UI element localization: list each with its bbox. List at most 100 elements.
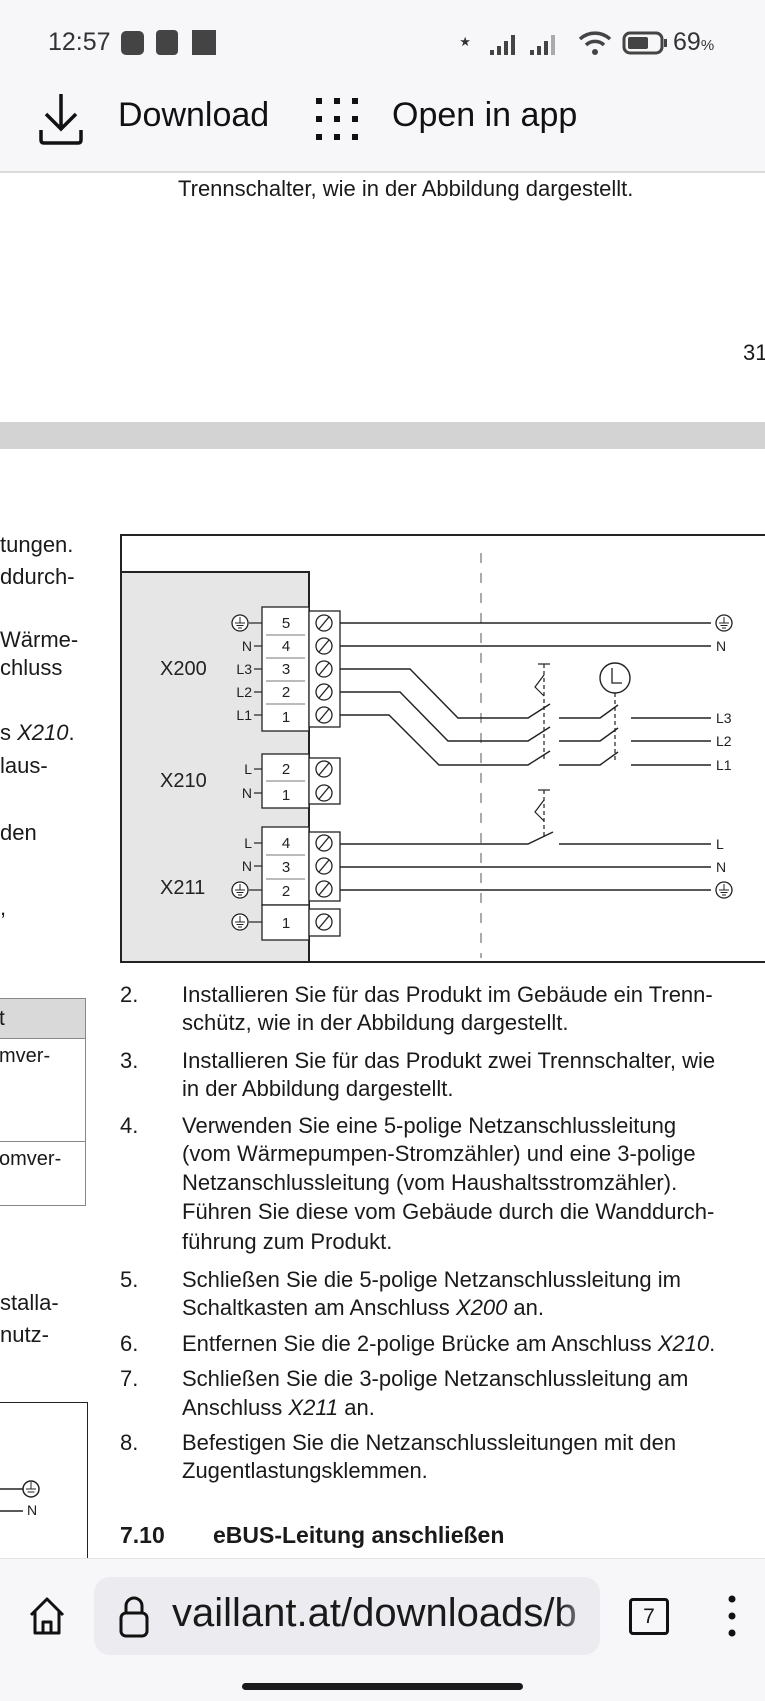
open-in-app-label: Open in app: [392, 96, 578, 134]
step-number: 3.: [120, 1048, 139, 1073]
pin: 4: [282, 638, 290, 655]
text-italic: X200: [455, 1295, 508, 1320]
pin: 1: [282, 709, 290, 726]
url-fade: [560, 1577, 600, 1655]
app-icon: [192, 30, 216, 55]
pin-label: N: [242, 858, 252, 874]
pin-label: N: [242, 638, 252, 654]
step-text: (vom Wärmepumpen-Stromzähler) und eine 3…: [182, 1141, 696, 1166]
text: .: [68, 720, 75, 745]
pin-label: L1: [236, 707, 252, 723]
step-number: 6.: [120, 1331, 139, 1356]
download-label: Download: [118, 96, 270, 134]
step-text: Installieren Sie für das Produkt im Gebä…: [182, 982, 713, 1007]
wiring-diagram: 5 4 3 2 1 N L3 L2 L1 X200 2 1 L N X210 4: [120, 534, 765, 963]
pin: 3: [282, 661, 290, 678]
address-bar[interactable]: vaillant.at/downloads/b: [94, 1577, 600, 1655]
step-text: Entfernen Sie die 2-polige Brücke am Ans…: [182, 1331, 715, 1357]
step-text: Schließen Sie die 3-polige Netzanschluss…: [182, 1366, 689, 1391]
battery-unit: %: [700, 37, 715, 54]
pin: 2: [282, 883, 290, 900]
step-text: Führen Sie diese vom Gebäude durch die W…: [182, 1199, 715, 1224]
left-fragment: den: [0, 820, 37, 845]
ground-icon: [231, 614, 249, 632]
pin-label: L3: [236, 661, 252, 677]
notification-icon: [121, 31, 144, 55]
lock-icon[interactable]: [118, 1595, 150, 1639]
step-text: Netzanschlussleitung (vom Haushaltsstrom…: [182, 1170, 678, 1195]
pin: 1: [282, 787, 290, 804]
terminal-x211: [261, 826, 341, 941]
wire-label: L1: [716, 757, 732, 773]
left-diagram-n: N: [27, 1502, 38, 1518]
step-text: Schaltkasten am Anschluss X200 an.: [182, 1295, 544, 1321]
page-separator: [0, 422, 765, 449]
status-time: 12:57: [48, 28, 111, 56]
left-fragment: s X210.: [0, 720, 75, 746]
step-text: schütz, wie in der Abbildung dargestellt…: [182, 1010, 569, 1035]
battery-level: 69%: [673, 28, 714, 57]
pin: 1: [282, 915, 290, 932]
text: .: [709, 1331, 716, 1356]
page-number: 31: [743, 340, 765, 365]
gesture-bar[interactable]: [242, 1683, 523, 1690]
pin: 4: [282, 835, 290, 852]
pin: 2: [282, 761, 290, 778]
tab-switcher-button[interactable]: 7: [629, 1598, 669, 1635]
section-number: 7.10: [120, 1522, 165, 1548]
pin-label: N: [242, 785, 252, 801]
left-fragment: Wärme-: [0, 627, 79, 652]
wire-label: L2: [716, 733, 732, 749]
pin: 3: [282, 859, 290, 876]
step-number: 4.: [120, 1113, 139, 1138]
text: Entfernen Sie die 2-polige Brücke am Ans…: [182, 1331, 658, 1356]
apps-grid-icon: [316, 98, 358, 140]
step-number: 8.: [120, 1430, 139, 1455]
terminal-x200: [261, 606, 341, 732]
step-text: Zugentlastungsklemmen.: [182, 1458, 428, 1483]
ground-icon: [231, 913, 249, 931]
ground-icon: [0, 1480, 40, 1512]
url-text[interactable]: vaillant.at/downloads/b: [172, 1591, 577, 1635]
wire-label: N: [716, 859, 726, 875]
home-icon[interactable]: [28, 1595, 66, 1637]
download-button[interactable]: Download: [36, 88, 286, 148]
disconnect-switch-handles: [534, 663, 616, 836]
step-text: führung zum Produkt.: [182, 1229, 393, 1254]
cut-top-line: Trennschalter, wie in der Abbildung darg…: [178, 176, 634, 201]
step-text: in der Abbildung dargestellt.: [182, 1076, 454, 1101]
section-title: eBUS-Leitung anschließen: [213, 1522, 505, 1548]
browser-bottom-bar: vaillant.at/downloads/b 7: [0, 1558, 765, 1701]
step-text: Verwenden Sie eine 5-polige Netzanschlus…: [182, 1113, 677, 1138]
x211-label: X211: [160, 877, 205, 899]
text: s: [0, 720, 18, 745]
left-fragment: stalla-: [0, 1290, 59, 1315]
pin-label: L: [244, 835, 252, 851]
step-text: Installieren Sie für das Produkt zwei Tr…: [182, 1048, 716, 1073]
open-in-app-button[interactable]: Open in app: [314, 88, 594, 148]
left-fragment: chluss: [0, 655, 63, 680]
download-icon: [39, 94, 83, 145]
text: Schaltkasten am Anschluss: [182, 1295, 456, 1320]
x210-label: X210: [160, 770, 207, 792]
pin-label: L: [244, 761, 252, 777]
ground-icon: [715, 881, 733, 899]
timer-icon: [599, 662, 631, 694]
wires: [340, 622, 711, 891]
x200-label: X200: [160, 658, 207, 680]
left-fragment: laus-: [0, 753, 48, 778]
step-text: Befestigen Sie die Netzanschlussleitunge…: [182, 1430, 677, 1455]
step-number: 5.: [120, 1267, 139, 1292]
text-italic: X210: [17, 720, 69, 745]
more-menu-icon[interactable]: [724, 1593, 740, 1641]
left-fragment: ,: [0, 895, 7, 920]
pin-label: L2: [236, 684, 252, 700]
wire-label: L3: [716, 710, 732, 726]
bluetooth-icon: ⋆: [457, 26, 474, 56]
text: an.: [507, 1295, 545, 1320]
text: Anschluss: [182, 1395, 289, 1420]
top-bar: 12:57 ⋆ 69% Download Open in app: [0, 0, 765, 173]
pin: 2: [282, 684, 290, 701]
ground-icon: [231, 881, 249, 899]
table-header: t: [0, 999, 85, 1039]
